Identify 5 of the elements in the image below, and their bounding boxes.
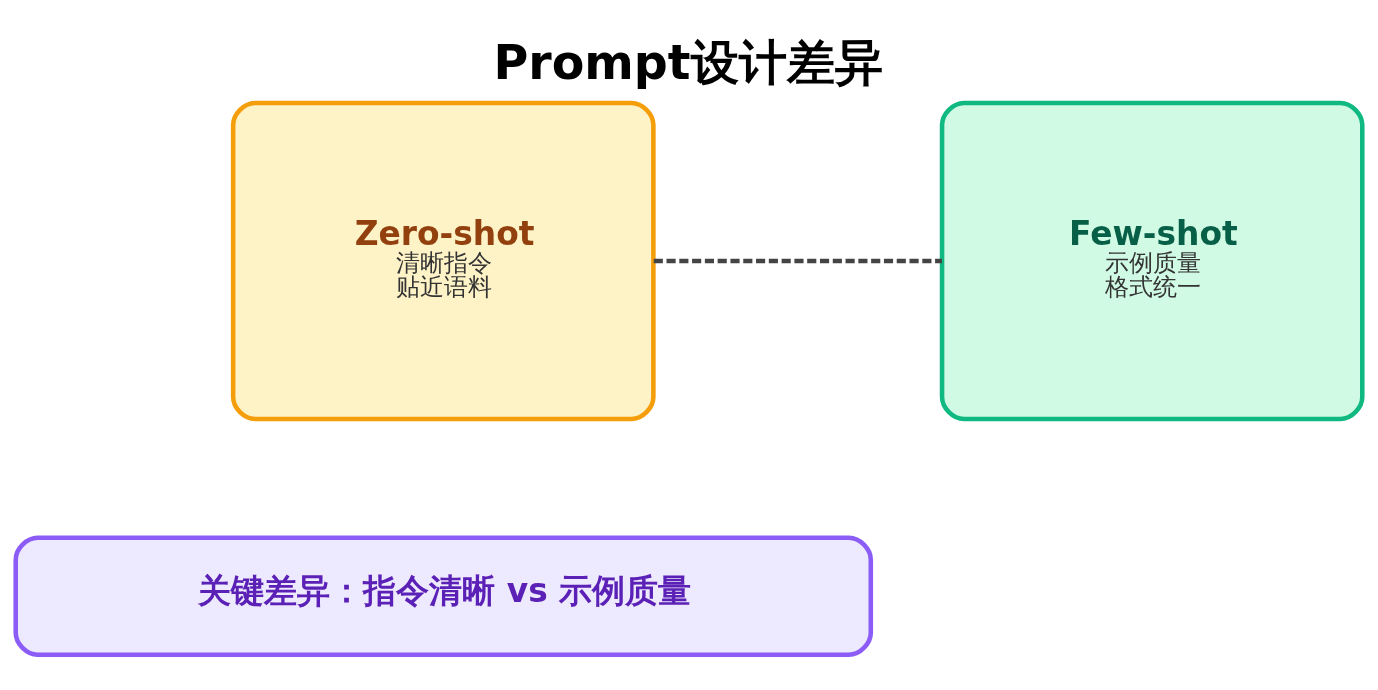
node-box: Zero-shot 清晰指令 贴近语料 xyxy=(230,100,656,422)
node-box: 关键差异：指令清晰 vs 示例质量 xyxy=(13,535,874,657)
connector xyxy=(653,258,942,264)
diagram-title: Prompt设计差异 xyxy=(493,34,883,90)
node-box: Few-shot 示例质量 格式统一 xyxy=(939,100,1365,422)
